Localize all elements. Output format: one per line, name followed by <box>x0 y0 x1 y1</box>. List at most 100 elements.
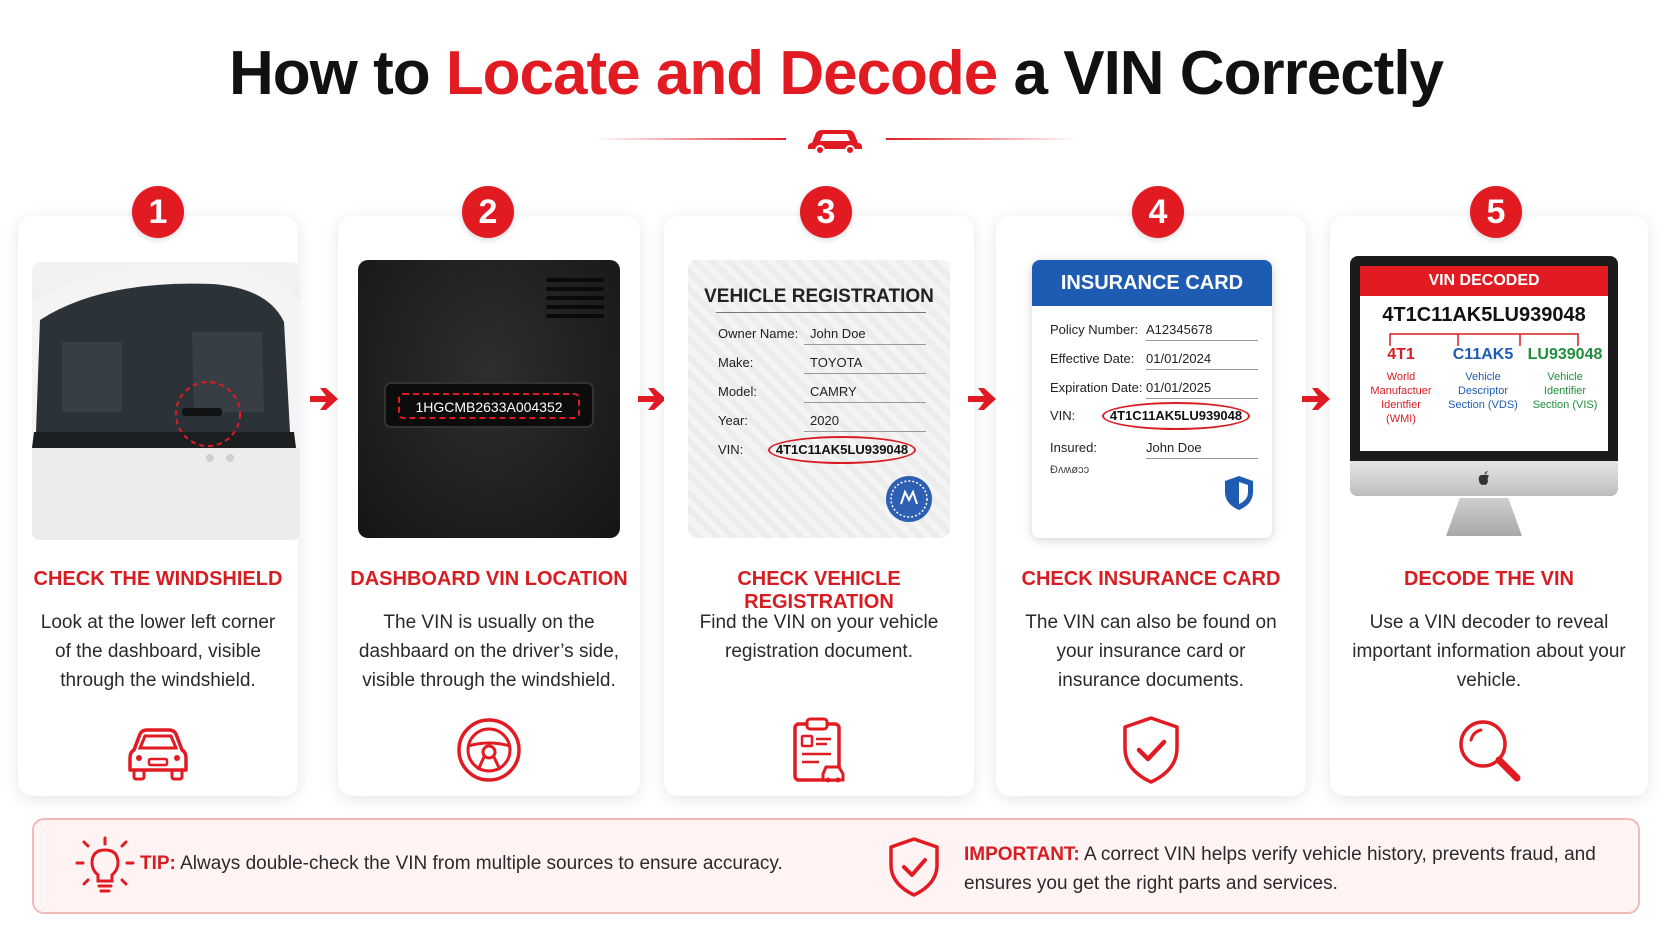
row-label: Insured: <box>1050 440 1097 455</box>
arrow-right-icon <box>638 388 666 410</box>
step-badge-2: 2 <box>462 186 514 238</box>
dashboard-vin-plate: 1HGCMB2633A004352 <box>384 382 594 428</box>
arrow-right-icon <box>968 388 996 410</box>
title-highlight: Locate and Decode <box>445 39 998 108</box>
title-part-2: a VIN Correctly <box>997 39 1445 108</box>
part-code: 4T1 <box>1387 346 1415 363</box>
step-description: Use a VIN decoder to reveal important in… <box>1352 612 1626 691</box>
row-label: VIN: <box>1050 408 1076 423</box>
row-value: CAMRY <box>810 384 857 399</box>
insurance-row: Effective Date: 01/01/2024 <box>1050 351 1260 369</box>
insurance-card: INSURANCE CARD Policy Number: A12345678 … <box>1032 260 1272 538</box>
insurance-row: Insured: John Doe <box>1050 440 1260 458</box>
registration-row: Make: TOYOTA <box>718 355 928 373</box>
step-card-2: 1HGCMB2633A004352 DASHBOARD VIN LOCATION… <box>338 216 640 796</box>
registration-row: Year: 2020 <box>718 413 928 431</box>
title-part-1: How to <box>228 39 446 108</box>
title-divider <box>596 124 1076 154</box>
tip-label: TIP: <box>140 853 176 874</box>
row-label: Owner Name: <box>718 326 799 341</box>
row-label: Make: <box>718 355 754 370</box>
row-label: Policy Number: <box>1050 322 1139 337</box>
step-badge-5: 5 <box>1470 186 1522 238</box>
insurance-title: INSURANCE CARD <box>1032 260 1272 306</box>
decoded-header: VIN DECODED <box>1360 266 1608 296</box>
row-value: John Doe <box>810 326 866 341</box>
row-value: 2020 <box>810 413 839 428</box>
row-label: Expiration Date: <box>1050 380 1143 395</box>
signature: Đʌʍøɔɔ <box>1050 464 1090 476</box>
arrow-right-icon <box>1302 388 1330 410</box>
shield-check-icon <box>1123 716 1179 784</box>
part-label: Vehicle Identifier Section (VIS) <box>1532 371 1598 411</box>
vin-part-vis: LU939048 Vehicle Identifier Section (VIS… <box>1526 346 1604 412</box>
page-title: How to Locate and Decode a VIN Correctly <box>0 38 1672 109</box>
car-divider-icon <box>808 130 862 154</box>
step-badge-4: 4 <box>1132 186 1184 238</box>
registration-title: VEHICLE REGISTRATION <box>704 286 934 307</box>
registration-row: VIN: <box>718 442 928 460</box>
step-card-5: VIN DECODED 4T1C11AK5LU939048 4T1 World … <box>1330 216 1648 796</box>
step-description: The VIN can also be found on your insura… <box>1025 612 1277 691</box>
step-title: DASHBOARD VIN LOCATION <box>350 568 628 590</box>
insurance-row: Policy Number: A12345678 <box>1050 322 1260 340</box>
footer-notes: TIP: Always double-check the VIN from mu… <box>32 818 1640 914</box>
arrow-right-icon <box>310 388 338 410</box>
dashboard-vin: 1HGCMB2633A004352 <box>398 393 580 419</box>
windshield-photo <box>32 262 300 540</box>
tip-text: TIP: Always double-check the VIN from mu… <box>140 853 783 875</box>
seal-icon <box>886 476 932 522</box>
part-code: C11AK5 <box>1452 346 1514 363</box>
row-label: Effective Date: <box>1050 351 1135 366</box>
shield-logo-icon <box>1225 476 1253 510</box>
step-title: CHECK INSURANCE CARD <box>1021 568 1281 590</box>
step-description: Look at the lower left corner of the das… <box>40 612 276 691</box>
decoder-screen: VIN DECODED 4T1C11AK5LU939048 4T1 World … <box>1360 266 1608 451</box>
step-badge-3: 3 <box>800 186 852 238</box>
monitor: VIN DECODED 4T1C11AK5LU939048 4T1 World … <box>1350 256 1618 496</box>
registration-document: VEHICLE REGISTRATION Owner Name: John Do… <box>688 260 950 538</box>
row-value: 01/01/2024 <box>1146 351 1212 366</box>
registration-row: Model: CAMRY <box>718 384 928 402</box>
step-title: CHECK VEHICLE REGISTRATION <box>737 568 901 613</box>
step-description: The VIN is usually on the dashbaard on t… <box>358 612 620 691</box>
vin-part-vds: C11AK5 Vehicle Descriptor Section (VDS) <box>1448 346 1518 412</box>
part-label: Vehicle Descriptor Section (VDS) <box>1448 371 1518 411</box>
lightbulb-icon <box>75 836 135 893</box>
step-card-3: VEHICLE REGISTRATION Owner Name: John Do… <box>664 216 974 796</box>
important-body: A correct VIN helps verify vehicle histo… <box>964 844 1596 894</box>
shield-check-icon <box>889 837 939 897</box>
row-label: Year: <box>718 413 748 428</box>
step-card-1: CHECK THE WINDSHIELD Look at the lower l… <box>18 216 300 796</box>
decoded-vin: 4T1C11AK5LU939048 <box>1382 304 1586 326</box>
insurance-vin: 4T1C11AK5LU939048 <box>1102 402 1250 430</box>
step-card-4: INSURANCE CARD Policy Number: A12345678 … <box>996 216 1306 796</box>
row-value: TOYOTA <box>810 355 863 370</box>
dashboard-photo: 1HGCMB2633A004352 <box>358 260 620 538</box>
row-value: 01/01/2025 <box>1146 380 1212 395</box>
step-title: CHECK THE WINDSHIELD <box>33 568 283 590</box>
vin-bracket-lines <box>1389 333 1579 346</box>
important-text: IMPORTANT: A correct VIN helps verify ve… <box>964 840 1604 898</box>
magnifier-icon <box>1459 720 1521 782</box>
steering-wheel-icon <box>457 718 521 782</box>
important-label: IMPORTANT: <box>964 844 1080 865</box>
step-description: Find the VIN on your vehicle registratio… <box>699 612 939 662</box>
part-label: World Manufactuer Identfier (WMI) <box>1370 371 1432 425</box>
row-label: VIN: <box>718 442 744 457</box>
row-value: A12345678 <box>1146 322 1213 337</box>
apple-logo-icon <box>1478 471 1489 485</box>
monitor-stand <box>1446 498 1522 536</box>
tip-body: Always double-check the VIN from multipl… <box>175 853 783 874</box>
insurance-row: Expiration Date: 01/01/2025 <box>1050 380 1260 398</box>
registration-vin: 4T1C11AK5LU939048 <box>768 436 916 464</box>
row-label: Model: <box>718 384 758 399</box>
registration-row: Owner Name: John Doe <box>718 326 928 344</box>
row-value: John Doe <box>1146 440 1202 455</box>
vin-part-wmi: 4T1 World Manufactuer Identfier (WMI) <box>1368 346 1434 426</box>
car-front-icon <box>128 728 188 781</box>
air-vent <box>546 278 604 324</box>
part-code: LU939048 <box>1527 346 1603 363</box>
clipboard-car-icon <box>793 717 845 783</box>
insurance-row: VIN: <box>1050 408 1260 426</box>
